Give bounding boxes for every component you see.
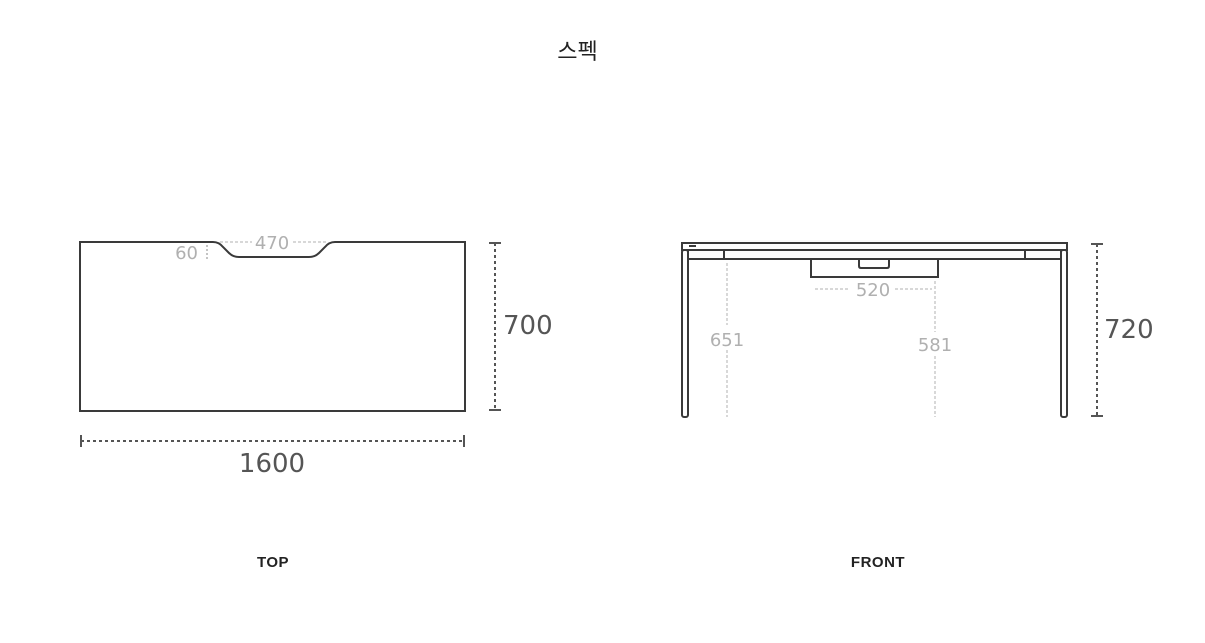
page-title: 스펙 bbox=[557, 40, 598, 65]
left-leg bbox=[681, 249, 689, 418]
front-view-label: FRONT bbox=[850, 554, 906, 571]
depth-label: 700 bbox=[503, 311, 553, 341]
notch-width-label: 470 bbox=[255, 233, 289, 254]
cable-tray bbox=[810, 258, 939, 278]
right-leg bbox=[1060, 249, 1068, 418]
width-label: 1600 bbox=[239, 449, 305, 479]
desk-top-outline bbox=[79, 241, 466, 412]
front-view-drawing: 520 651 581 720 bbox=[681, 242, 1154, 418]
top-view-drawing: 470 60 700 1600 bbox=[79, 233, 553, 479]
top-view-label: TOP bbox=[256, 554, 290, 571]
tray-width-label: 520 bbox=[856, 280, 890, 301]
tray-clearance-label: 581 bbox=[918, 335, 952, 356]
notch-depth-label: 60 bbox=[175, 243, 198, 264]
apron-frame bbox=[687, 249, 1062, 260]
leg-clearance-label: 651 bbox=[710, 330, 744, 351]
height-label: 720 bbox=[1104, 315, 1154, 345]
desktop-slab bbox=[681, 242, 1068, 251]
